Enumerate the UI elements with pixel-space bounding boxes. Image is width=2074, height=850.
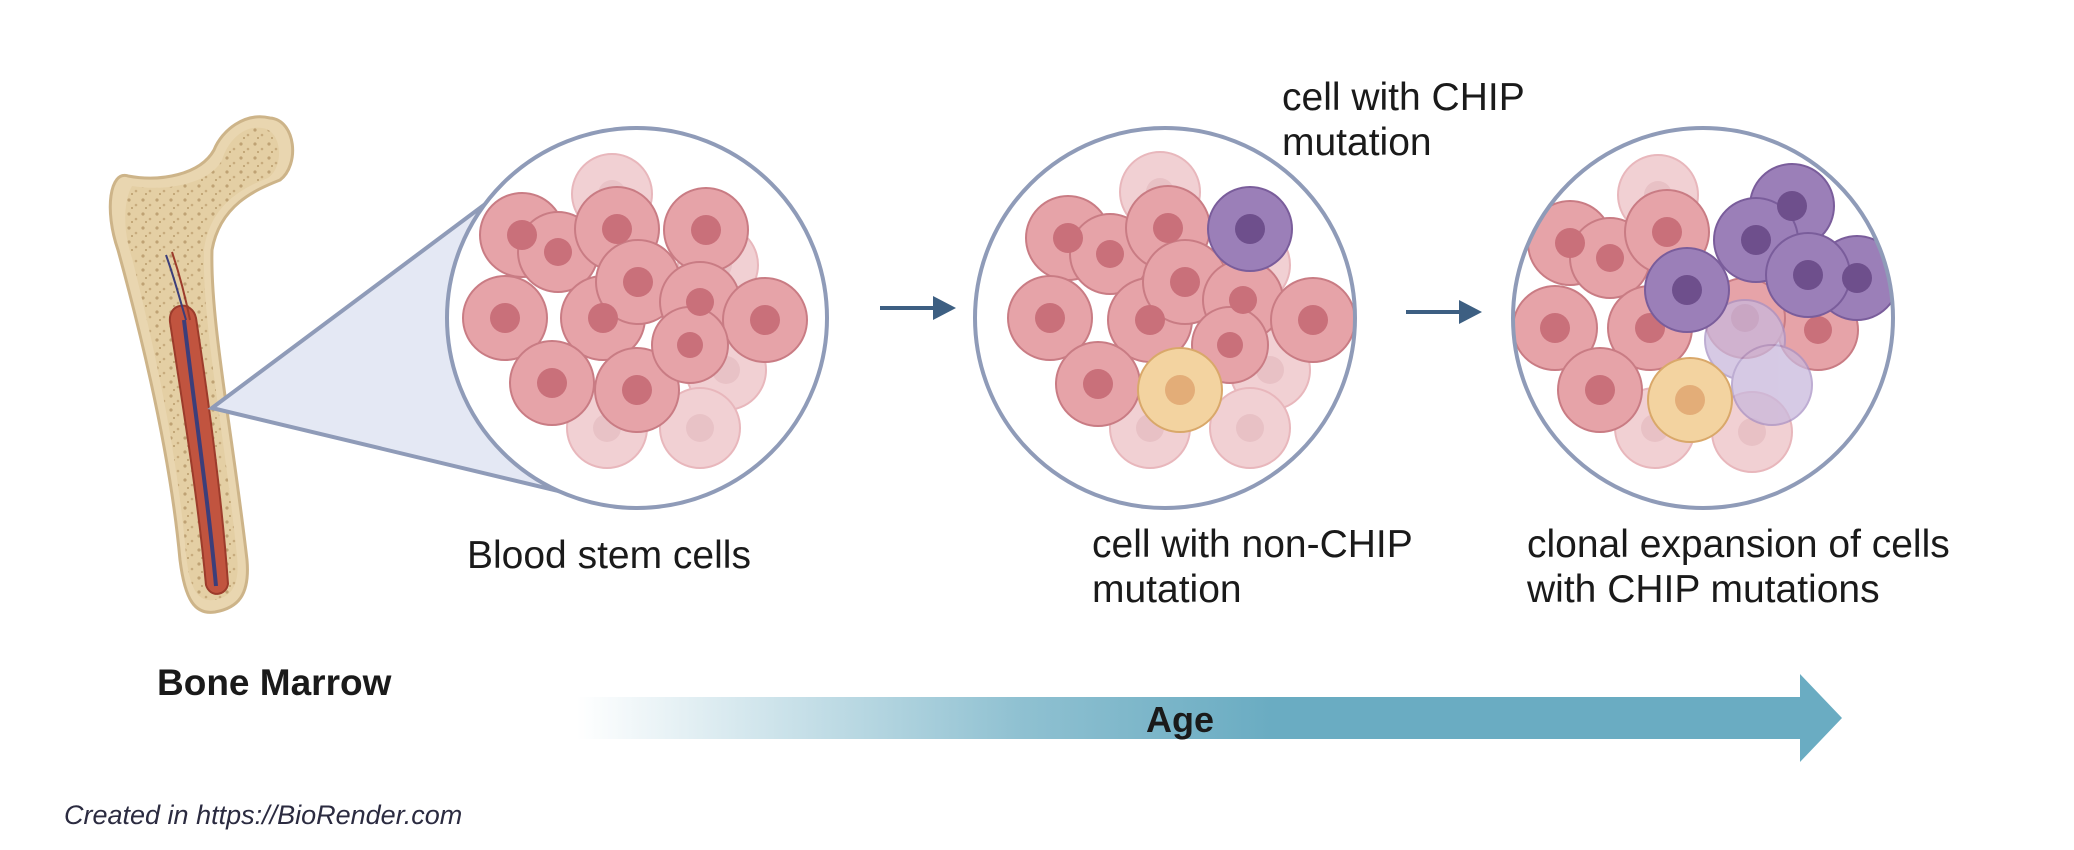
age-arrow: Age — [577, 674, 1842, 762]
stem-cell-circle — [447, 128, 827, 508]
nonchip-label-line1: cell with non-CHIP — [1092, 523, 1413, 566]
bone-icon — [108, 115, 295, 614]
clonal-expansion-circle — [1513, 128, 1893, 508]
bone-marrow-label: Bone Marrow — [157, 662, 392, 703]
expansion-label-line1: clonal expansion of cells — [1527, 523, 1950, 566]
expansion-label-line2: with CHIP mutations — [1527, 568, 1880, 611]
stem-cells-label: Blood stem cells — [467, 534, 751, 577]
right-arrow-icon — [1406, 300, 1482, 324]
mutation-circle — [975, 128, 1355, 508]
biorender-credit: Created in https://BioRender.com — [64, 800, 463, 830]
age-label: Age — [1146, 699, 1214, 740]
chip-cell-label-line1: cell with CHIP — [1282, 76, 1525, 119]
nonchip-label-line2: mutation — [1092, 568, 1242, 611]
chip-cell-label-line2: mutation — [1282, 121, 1432, 164]
right-arrow-icon — [880, 296, 956, 320]
